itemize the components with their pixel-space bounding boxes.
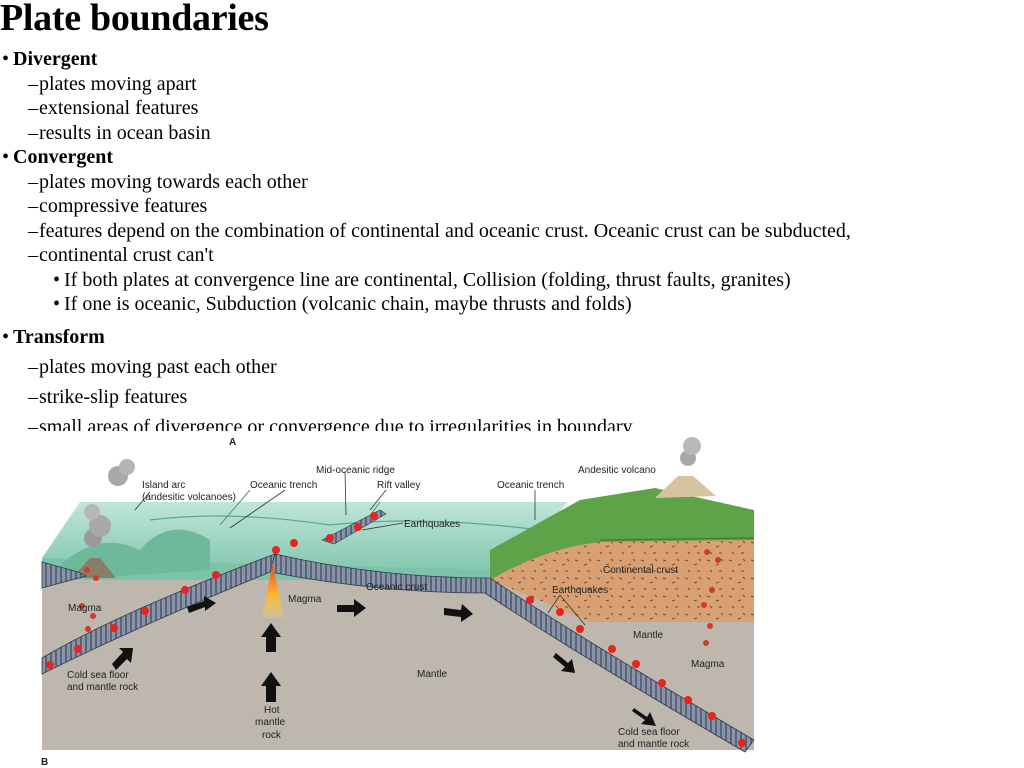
label-island-arc-sub: (andesitic volcanoes) bbox=[142, 492, 236, 503]
label-hot: Hot bbox=[264, 705, 280, 716]
label-hot-mantle: mantle bbox=[255, 717, 285, 728]
label-andesitic-volcano: Andesitic volcano bbox=[578, 465, 656, 476]
label-cold-left: Cold sea floor bbox=[67, 670, 129, 681]
bullet-divergent: Divergent bbox=[0, 47, 1000, 72]
convergent-point: plates moving towards each other bbox=[0, 170, 1000, 195]
plate-boundaries-diagram: A B bbox=[41, 437, 755, 768]
andesitic-volcano-cone bbox=[655, 476, 716, 498]
label-oceanic-trench-left: Oceanic trench bbox=[250, 480, 317, 491]
divergent-point: plates moving apart bbox=[0, 72, 1000, 97]
label-magma-right: Magma bbox=[691, 659, 725, 670]
label-leaders bbox=[134, 471, 586, 626]
magma-plume bbox=[262, 562, 284, 618]
label-earthquakes-top: Earthquakes bbox=[404, 519, 460, 530]
label-continental-crust: Continental crust bbox=[603, 565, 678, 576]
convection-arrows bbox=[112, 596, 656, 726]
slab-left-down bbox=[41, 561, 88, 589]
panel-a-label: A bbox=[229, 437, 236, 448]
panel-b-label: B bbox=[41, 757, 48, 768]
label-rift-valley: Rift valley bbox=[377, 480, 420, 491]
label-cold-right-sub: and mantle rock bbox=[618, 739, 690, 750]
transform-point: strike-slip features bbox=[0, 382, 1000, 412]
label-mantle-center: Mantle bbox=[417, 669, 447, 680]
convergent-subpoint: If one is oceanic, Subduction (volcanic … bbox=[0, 292, 1000, 317]
label-oceanic-trench-right: Oceanic trench bbox=[497, 480, 564, 491]
label-mid-oceanic-ridge: Mid-oceanic ridge bbox=[316, 465, 395, 476]
label-island-arc: Island arc bbox=[142, 480, 185, 491]
label-cold-left-sub: and mantle rock bbox=[67, 682, 139, 693]
convergent-subpoint: If both plates at convergence line are c… bbox=[0, 268, 1000, 293]
label-cold-right: Cold sea floor bbox=[618, 727, 680, 738]
island-volcano bbox=[72, 558, 116, 578]
convergent-point: compressive features bbox=[0, 194, 1000, 219]
divergent-point: extensional features bbox=[0, 96, 1000, 121]
label-earthquakes-mid: Earthquakes bbox=[552, 585, 608, 596]
transform-point: plates moving past each other bbox=[0, 352, 1000, 382]
label-magma-center: Magma bbox=[288, 594, 322, 605]
slab-right bbox=[269, 553, 755, 753]
label-hot-rock: rock bbox=[262, 730, 282, 741]
label-mantle-right: Mantle bbox=[633, 630, 663, 641]
label-oceanic-crust: Oceanic crust bbox=[366, 582, 427, 593]
slide-title: Plate boundaries bbox=[0, 0, 269, 39]
bullet-convergent: Convergent bbox=[0, 145, 1000, 170]
convergent-point-continuation: continental crust can't bbox=[0, 243, 1000, 268]
earthquake-markers bbox=[46, 512, 746, 747]
continent-land bbox=[490, 488, 754, 580]
magma-drops bbox=[79, 549, 721, 646]
convergent-point: features depend on the combination of co… bbox=[0, 219, 1000, 244]
transform-point: small areas of divergence or convergence… bbox=[0, 412, 1000, 431]
bullet-outline: Divergent plates moving apart extensiona… bbox=[0, 47, 1000, 431]
label-magma-left: Magma bbox=[68, 603, 102, 614]
divergent-point: results in ocean basin bbox=[0, 121, 1000, 146]
bullet-transform: Transform bbox=[0, 322, 1000, 352]
